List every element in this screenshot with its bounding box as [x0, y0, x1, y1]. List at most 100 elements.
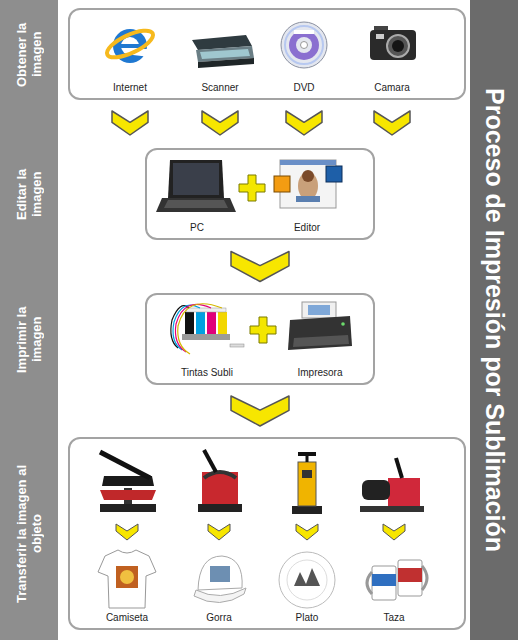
editor-icon-part	[280, 160, 336, 165]
dvd-icon-part	[285, 26, 323, 64]
plate-press-icon-part	[302, 470, 312, 478]
ink-system-icon-part	[207, 312, 216, 334]
stage-box: Imprimir la imagenTintas SubliImpresora	[145, 293, 375, 385]
ink-system-icon-part	[173, 305, 200, 350]
plate-press-icon-part	[292, 506, 322, 514]
printer-icon-part	[341, 322, 345, 326]
item-box: Scanner	[180, 10, 260, 98]
mug-press-icon-part	[396, 458, 402, 478]
flow-arrow	[202, 98, 238, 148]
plate-product-part	[287, 560, 327, 600]
dvd-icon-part	[289, 30, 319, 60]
item-label: Plato	[265, 612, 349, 624]
item-box: Gorra	[177, 544, 261, 628]
plate-product-part	[279, 552, 335, 608]
stage-heading: Obtener la imagen	[14, 7, 44, 102]
item-box: Camara	[352, 10, 432, 98]
item-box: Editor	[257, 150, 357, 238]
flow-arrow	[112, 98, 148, 148]
small-arrow-part	[116, 524, 138, 540]
printer-icon-part	[302, 302, 336, 318]
item-box: Tintas Subli	[157, 295, 257, 383]
stage-heading: Transferir la imagen al objeto	[14, 464, 44, 604]
diagram-title: Proceso de Impresión por Sublimación	[480, 88, 509, 552]
flow-arrow	[231, 385, 289, 437]
laptop-icon-part	[168, 160, 224, 198]
ink-system-icon-part	[185, 312, 194, 334]
cap-press-icon-part	[204, 472, 236, 478]
ink-system-icon-part	[182, 334, 230, 340]
arrow-head	[286, 111, 322, 135]
cap-product-part	[198, 556, 242, 590]
scanner-icon	[192, 35, 254, 68]
item-label: Impresora	[272, 367, 368, 379]
stage-box: Transferir la imagen al objetoCamisetaGo…	[68, 437, 466, 630]
item-box: Plato	[265, 544, 349, 628]
tshirt-press-icon-part	[100, 452, 150, 478]
arrow-head	[231, 396, 289, 426]
item-label: Scanner	[180, 82, 260, 94]
cap-press-icon-part	[198, 504, 242, 512]
tshirt-press-icon-part	[100, 490, 156, 500]
item-box: DVD	[264, 10, 344, 98]
stage-heading: Imprimir la imagen	[14, 292, 44, 387]
title-band: Proceso de Impresión por Sublimación	[470, 0, 518, 640]
item-label: PC	[152, 222, 242, 234]
scanner-icon-part	[198, 58, 254, 68]
printer-icon-part	[293, 335, 349, 347]
plate-press-icon-part	[298, 462, 316, 506]
tshirt-press-icon	[100, 452, 156, 512]
arrow-head	[231, 252, 289, 282]
item-label: Tintas Subli	[157, 367, 257, 379]
ink-system-icon-part	[178, 304, 222, 354]
camera-icon-part	[392, 40, 404, 52]
tshirt-product-part	[98, 550, 156, 608]
item-label: Internet	[90, 82, 170, 94]
item-label: Camara	[352, 82, 432, 94]
mug-product-part	[398, 568, 422, 582]
ink-system-icon	[171, 304, 244, 354]
mug-press-icon-part	[360, 506, 424, 512]
tshirt-product	[98, 550, 156, 608]
tshirt-press-icon-part	[100, 504, 156, 512]
laptop-icon	[156, 160, 236, 212]
plate-product	[279, 552, 335, 608]
internet-icon-part	[121, 44, 139, 48]
arrow-head	[374, 111, 410, 135]
camera-icon-part	[387, 35, 409, 57]
dvd-icon	[281, 22, 327, 68]
ink-system-icon-part	[230, 344, 244, 347]
camera-icon	[370, 26, 416, 60]
item-box: Camiseta	[85, 544, 169, 628]
dvd-icon-part	[301, 42, 308, 49]
cap-press-icon	[198, 450, 242, 512]
flow-arrow	[286, 98, 322, 148]
mug-product	[367, 560, 427, 600]
mug-product-part	[422, 566, 427, 590]
mug-press-icon-part	[362, 480, 390, 500]
editor-icon-part	[326, 166, 342, 182]
cap-product	[194, 556, 246, 603]
cap-press-icon-part	[202, 472, 238, 504]
item-box: Taza	[352, 544, 436, 628]
item-box: Internet	[90, 10, 170, 98]
laptop-icon-part	[173, 163, 219, 195]
mug-product-part	[372, 566, 396, 600]
ink-system-icon-part	[186, 308, 226, 312]
plus-sign	[250, 317, 276, 343]
stage-heading: Editar la imagen	[14, 147, 44, 242]
scanner-icon-part	[200, 49, 250, 59]
laptop-icon-part	[164, 200, 228, 208]
cap-product-part	[194, 588, 246, 603]
ink-system-icon-part	[196, 312, 205, 334]
dvd-icon-part	[296, 37, 312, 53]
small-arrow-part	[383, 524, 405, 540]
arrow-head	[202, 111, 238, 135]
printer-icon-part	[288, 316, 352, 350]
printer-icon-part	[308, 305, 330, 315]
plus-sign	[239, 175, 265, 201]
editor-icon	[274, 160, 342, 208]
